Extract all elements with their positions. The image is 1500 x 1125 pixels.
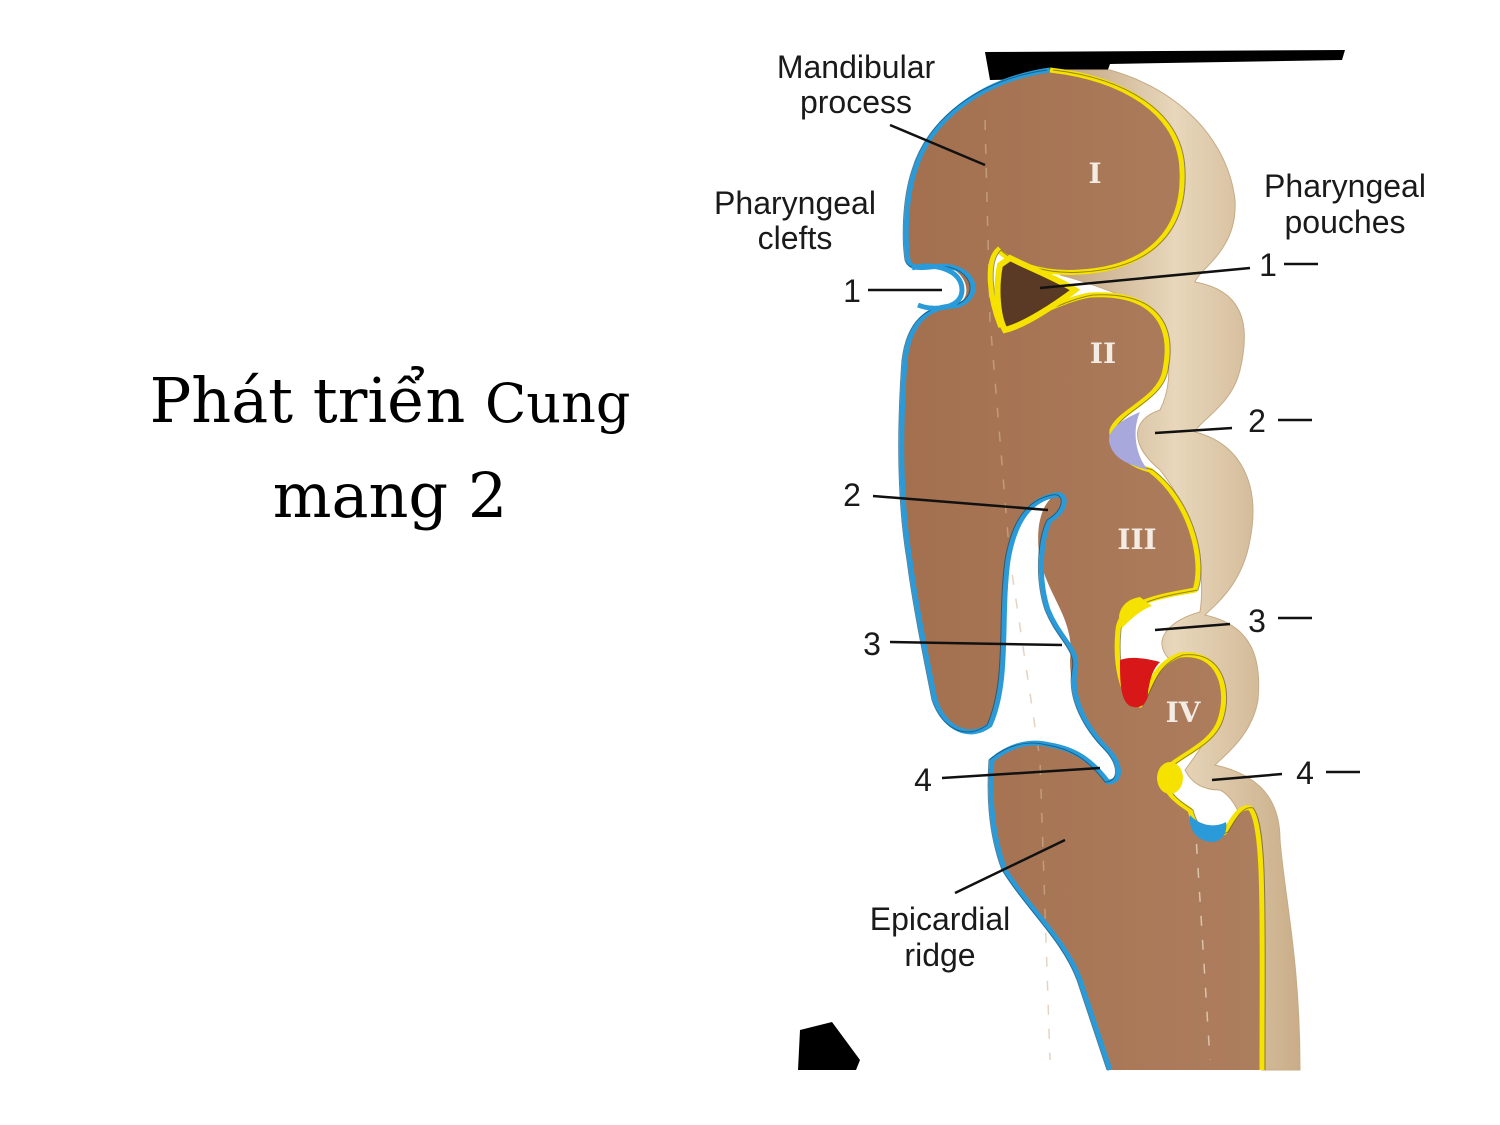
cleft-number-2: 2 [843, 477, 861, 513]
leader-mandibular [889, 123, 986, 167]
leader-pouch-4 [1211, 772, 1283, 782]
pouch-4-yellow [1157, 762, 1183, 794]
label-epicardial-1: Epicardial [870, 901, 1011, 937]
title-main: Phát triển [149, 364, 485, 437]
pouch-number-3: 3 [1248, 603, 1266, 639]
leader-epicardial [954, 838, 1066, 895]
midline-dashes-right [1194, 819, 1211, 1061]
cleft-number-3: 3 [863, 626, 881, 662]
pouch-4-blue [1189, 815, 1227, 842]
pouch-3-yellow [1119, 597, 1152, 628]
leader-cleft-3 [889, 640, 1063, 647]
pouch-3-red [1120, 657, 1160, 708]
cleft-number-4: 4 [914, 762, 932, 798]
leader-cleft-4 [941, 766, 1101, 780]
label-epicardial-2: ridge [904, 937, 975, 973]
slide-title: Phát triển Cung mang 2 [100, 355, 680, 542]
tissue-body [901, 70, 1263, 1070]
black-blob-bottom [798, 1022, 860, 1070]
pouch-2-fill [1109, 412, 1148, 470]
arch-IV: IV [1166, 696, 1202, 729]
label-mandibular-1: Mandibular [777, 49, 936, 85]
label-clefts-2: clefts [758, 220, 833, 256]
leader-pouch-2 [1154, 426, 1233, 435]
label-pouches-2: pouches [1285, 204, 1406, 240]
arch-I: I [1088, 157, 1101, 190]
leader-pouch-3 [1154, 622, 1231, 632]
pouch-1-cavity [994, 254, 1081, 334]
ectoderm-outline [899, 67, 1121, 1071]
cleft-number-1: 1 [843, 273, 861, 309]
leader-pouch-1 [1039, 266, 1251, 290]
cleft-1-knob [911, 263, 965, 311]
title-small: Cung [484, 372, 631, 435]
label-clefts-1: Pharyngeal [714, 185, 876, 221]
pouch-number-2: 2 [1248, 403, 1266, 439]
leader-cleft-2 [872, 494, 1049, 512]
arch-II: II [1090, 337, 1116, 370]
label-mandibular-2: process [800, 84, 912, 120]
label-pouches-1: Pharyngeal [1264, 168, 1426, 204]
pouch-number-4: 4 [1296, 755, 1314, 791]
title-line-2: mang 2 [272, 459, 508, 532]
arch-III: III [1117, 523, 1156, 556]
pouch-number-1: 1 [1259, 247, 1277, 283]
